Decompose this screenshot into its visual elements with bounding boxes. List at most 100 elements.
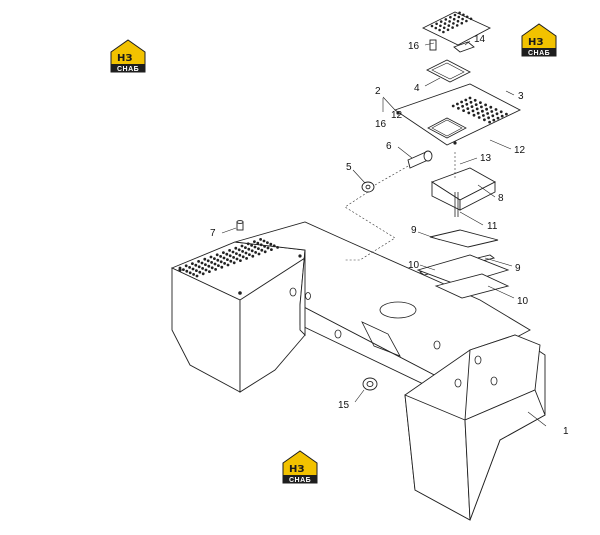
perforation-hole [470,105,474,108]
perforation-hole [219,260,223,264]
perforation-hole [197,260,201,263]
perforation-hole [206,259,210,263]
perforation-hole [272,244,276,248]
callout-3: 3 [518,91,524,102]
perforation-hole [270,248,273,252]
perforation-hole [210,266,214,270]
perforation-hole [239,259,242,262]
perforation-hole [465,15,469,19]
callout-1: 1 [563,426,569,437]
perforation-hole [204,268,208,272]
perforation-hole [457,15,461,19]
perforation-hole [488,120,491,124]
brand-logo-top-left: НЗ СНАБ [110,39,146,73]
perforation-hole [276,246,279,249]
perforation-hole [486,112,489,115]
logo-text: СНАБ [289,477,311,484]
perforation-hole [476,111,480,115]
perforation-pattern [451,96,508,124]
perforation-hole [207,264,211,268]
callout-8: 8 [498,193,504,204]
perforation-hole [442,30,445,34]
perforation-hole [458,11,461,15]
perforation-hole [191,262,194,265]
perforation-hole [491,114,495,118]
callout-14: 14 [474,34,486,45]
perforation-hole [222,251,225,255]
perforation-hole [474,103,478,106]
callout-4: 4 [414,83,420,94]
perforation-hole [213,257,216,260]
perforation-hole [201,267,205,270]
perforation-hole [248,253,251,256]
callout-9a: 9 [411,225,417,236]
perforation-hole [446,28,450,32]
perforation-hole [438,28,441,32]
perforation-hole [195,274,199,278]
perforation-hole [204,263,207,266]
perforation-hole [471,109,475,113]
perforation-hole [462,13,465,17]
perforation-hole [254,251,257,254]
perforation-hole [253,245,257,249]
perforation-hole [473,98,477,102]
perforation-hole [475,107,479,111]
perforation-hole [489,105,493,109]
perforation-hole [465,19,468,23]
perforation-hole [182,268,185,271]
perforation-hole [256,241,260,245]
perforation-hole [184,264,188,268]
perforation-hole [203,257,207,261]
perforation-hole [448,20,451,23]
perforation-hole [460,100,463,104]
seal-ring-part-4 [426,59,471,83]
perforation-hole [500,114,504,118]
perforation-hole [209,255,213,259]
perforation-hole [250,249,254,253]
perforation-hole [449,15,452,19]
perforation-hole [241,255,245,259]
perforation-hole [198,270,202,274]
perforation-hole [457,106,460,110]
perforation-hole [257,247,260,251]
perforation-hole [228,249,232,252]
perforation-hole [220,265,224,269]
pad-part-10-upper [416,254,510,286]
perforation-hole [188,271,192,275]
perforation-hole [194,263,198,267]
callout-12a: 12 [391,110,403,121]
perforation-hole [185,269,189,273]
perforation-hole [192,273,196,276]
perforation-hole [225,252,229,256]
perforation-hole [215,253,219,257]
perforation-hole [492,118,496,122]
perforation-pattern [430,11,473,34]
perforation-hole [430,24,434,28]
perforation-hole [195,269,198,272]
perforation-hole [460,21,464,25]
callout-5: 5 [346,162,352,173]
bolt-part-6 [407,150,433,169]
logo-monogram: НЗ [289,464,304,475]
perforation-hole [240,244,244,248]
perforation-hole [247,247,251,251]
perforation-hole [435,22,438,26]
pad-part-10-lower [434,273,510,299]
logo-monogram: НЗ [528,37,543,48]
perforation-hole [479,101,482,104]
pin-part-11 [454,192,459,217]
perforation-hole [226,263,230,267]
perforation-hole [461,104,464,108]
ring-part-15 [362,377,378,391]
perforation-hole [222,256,226,260]
latch-part-14 [453,41,475,53]
perforation-hole [442,26,446,30]
perforation-hole [244,251,248,255]
perforation-hole [494,108,498,111]
perforation-hole [499,110,503,114]
perforation-hole [434,26,438,30]
assembly-guide-lines [344,152,456,261]
perforation-hole [214,268,218,271]
perforation-hole [231,250,235,254]
